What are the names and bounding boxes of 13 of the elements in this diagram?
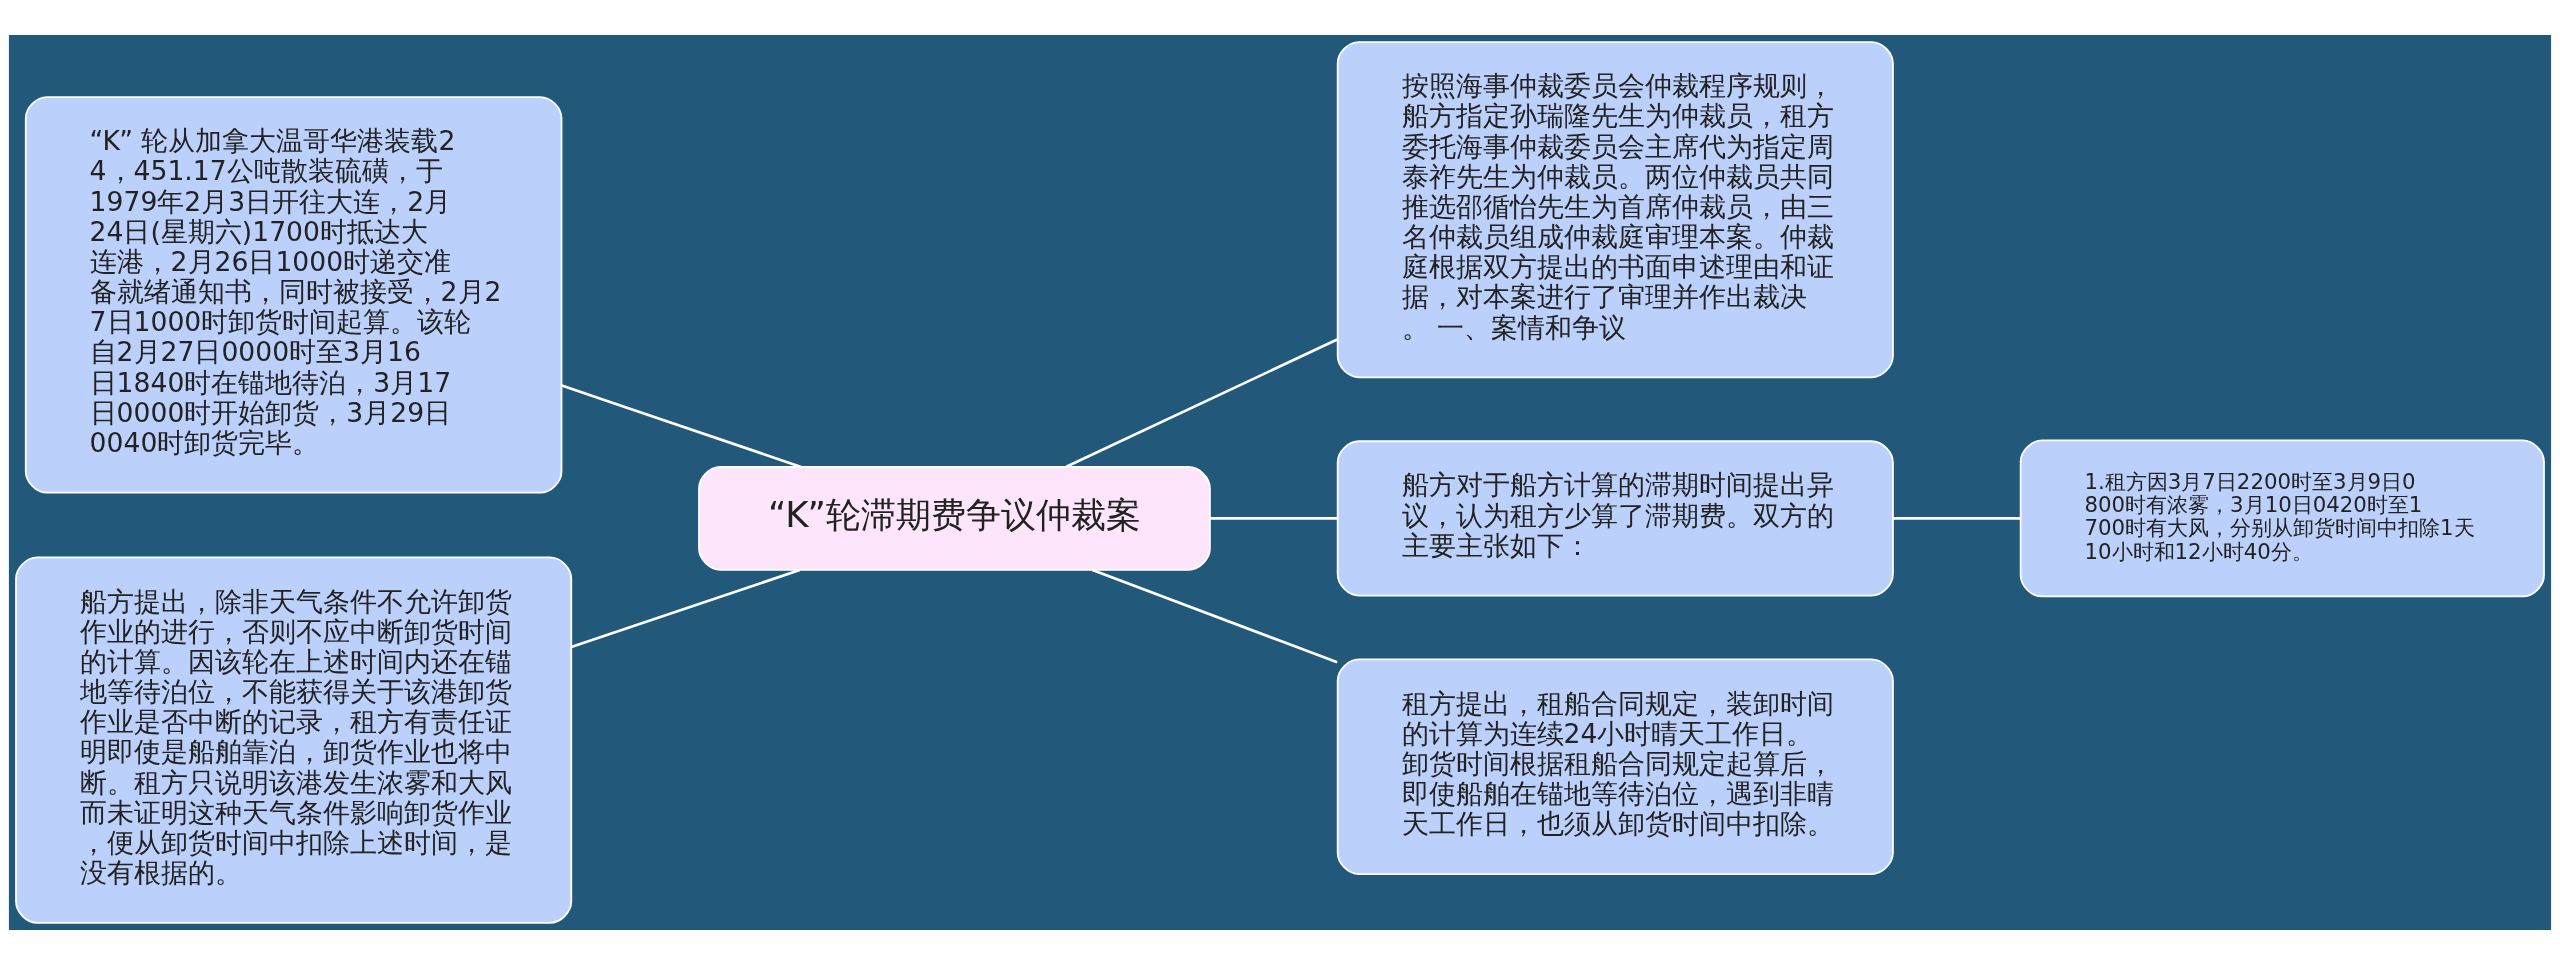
connector bbox=[1091, 568, 1338, 664]
node-box: 1.租方因3月7日2200时至3月9日0800时有浓雾，3月10日0420时至1700时有大风，分别从卸货时间中扣除1天10小时和12小时40分。 bbox=[2019, 439, 2545, 598]
connector bbox=[561, 384, 802, 469]
node-box: “K” 轮从加拿大温哥华港装载24，451.17公吨散装硫磺，于1979年2月3日开往大连，2月24日(星期六)1700时抵达大连港，2月26日1000时递交准备就绪通知书，同时被接受，2月27日1000时卸货时间起算。该轮自2月27日0000时至3月16日1840时在锚地待泊，3月17日0000时开始卸货，3月29日0040时卸货完毕。 bbox=[24, 96, 563, 494]
connector bbox=[1893, 517, 2021, 520]
node-box: 船方对于船方计算的滞期时间提出异议，认为租方少算了滞期费。双方的主要主张如下： bbox=[1336, 440, 1894, 597]
node-box: 按照海事仲裁委员会仲裁程序规则，船方指定孙瑞隆先生为仲裁员，租方委托海事仲裁委员会主席代为指定周泰祚先生为仲裁员。两位仲裁员共同推选邵循怡先生为首席仲裁员，由三名仲裁员组成仲裁庭审理本案。仲裁庭根据双方提出的书面申述理由和证据，对本案进行了审理并作出裁决。 一、案情和争议 bbox=[1336, 41, 1894, 379]
connector bbox=[570, 568, 801, 649]
connector bbox=[1210, 517, 1338, 520]
connector bbox=[1065, 338, 1338, 468]
node-box: “K”轮滞期费争议仲裁案 bbox=[698, 466, 1211, 571]
node-box: 租方提出，租船合同规定，装卸时间的计算为连续24小时晴天工作日。卸货时间根据租船合同规定起算后，即使船舶在锚地等待泊位，遇到非晴天工作日，也须从卸货时间中扣除。 bbox=[1336, 658, 1894, 875]
node-box: 船方提出，除非天气条件不允许卸货作业的进行，否则不应中断卸货时间的计算。因该轮在上述时间内还在锚地等待泊位，不能获得关于该港卸货作业是否中断的记录，租方有责任证明即使是船舶靠泊，卸货作业也将中断。租方只说明该港发生浓雾和大风而未证明这种天气条件影响卸货作业，便从卸货时间中扣除上述时间，是没有根据的。 bbox=[15, 556, 573, 924]
